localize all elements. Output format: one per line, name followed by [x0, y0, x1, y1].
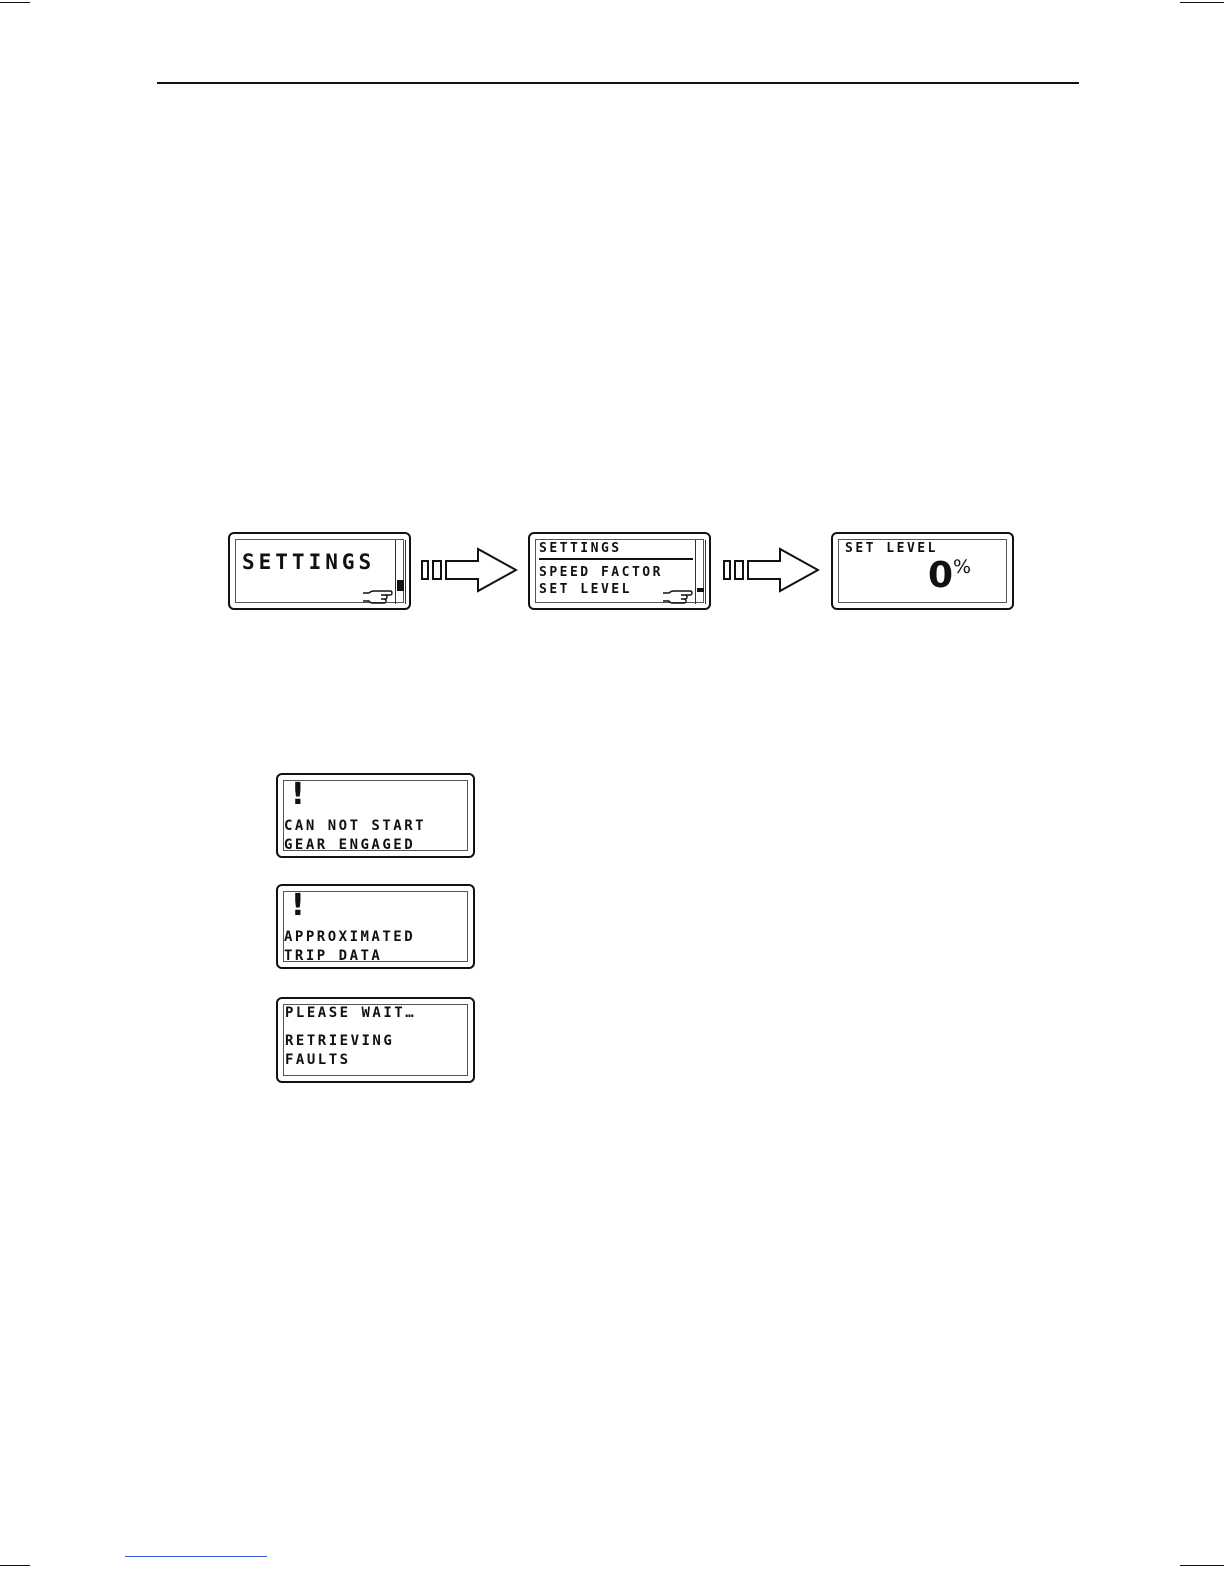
scrollbar-thumb: [397, 580, 404, 591]
set-level-unit: %: [953, 558, 971, 577]
crop-mark-bottom-right: [1180, 1565, 1224, 1566]
settings-title: SETTINGS: [242, 552, 375, 573]
scrollbar-thumb: [697, 588, 704, 592]
crop-mark-top-left: [0, 2, 30, 3]
exclamation-icon: !: [291, 891, 305, 921]
lcd-set-level-screen: SET LEVEL 0 %: [831, 532, 1014, 610]
message-line-1: APPROXIMATED: [284, 930, 415, 944]
exclamation-icon: !: [291, 780, 305, 810]
message-line-2: GEAR ENGAGED: [284, 838, 415, 852]
message-line-2: TRIP DATA: [284, 949, 382, 963]
message-line-2: FAULTS: [285, 1053, 351, 1067]
lcd-warning-can-not-start: ! CAN NOT START GEAR ENGAGED: [276, 773, 475, 858]
settings-menu-header: SETTINGS: [539, 542, 622, 555]
scrollbar: [395, 540, 406, 604]
menu-item-speed-factor: SPEED FACTOR: [539, 566, 663, 579]
menu-header-divider: [539, 558, 693, 560]
set-level-value: 0: [928, 558, 953, 594]
pointing-hand-icon: [661, 588, 693, 606]
lcd-please-wait: PLEASE WAIT… RETRIEVING FAULTS: [276, 997, 475, 1083]
please-wait-header: PLEASE WAIT…: [285, 1006, 416, 1020]
right-arrow-icon: [420, 547, 518, 593]
menu-item-set-level: SET LEVEL: [539, 583, 632, 596]
lcd-settings-menu-screen: SETTINGS SPEED FACTOR SET LEVEL: [528, 532, 711, 610]
message-line-1: RETRIEVING: [285, 1034, 394, 1048]
right-arrow-icon: [722, 547, 820, 593]
scrollbar: [695, 540, 706, 604]
message-line-1: CAN NOT START: [284, 819, 426, 833]
set-level-label: SET LEVEL: [845, 542, 938, 555]
crop-mark-top-right: [1180, 2, 1224, 3]
footer-link-underline: [125, 1556, 267, 1557]
crop-mark-bottom-left: [0, 1565, 30, 1566]
lcd-settings-screen: SETTINGS: [228, 532, 411, 610]
header-rule: [157, 82, 1079, 84]
pointing-hand-icon: [361, 588, 393, 606]
lcd-warning-approximated: ! APPROXIMATED TRIP DATA: [276, 884, 475, 969]
